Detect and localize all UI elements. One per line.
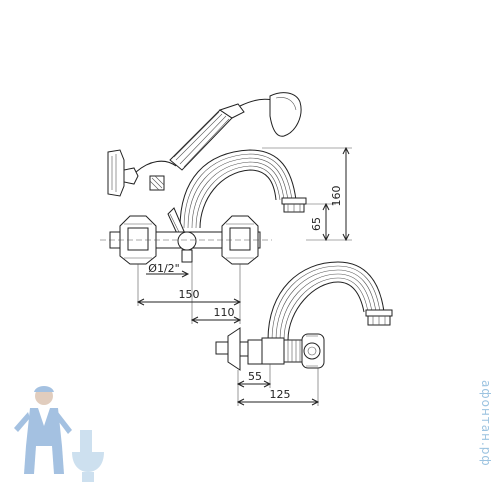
dimension-total-height: 160 — [330, 186, 343, 207]
horizontal-dimensions-front: Ø1/2" 150 110 — [136, 262, 242, 324]
front-view — [100, 92, 307, 265]
side-short-dimension-line — [236, 380, 272, 388]
dimension-total-width: 150 — [179, 288, 200, 301]
side-body — [261, 333, 325, 369]
hand-shower-handle — [169, 103, 245, 171]
dimension-thread: Ø1/2" — [148, 262, 179, 275]
dimension-spout-height: 65 — [310, 217, 323, 231]
plumber-mascot-icon — [14, 386, 72, 474]
vertical-dimensions: 160 65 — [262, 146, 352, 242]
shower-head — [239, 92, 302, 137]
spout-side — [267, 261, 393, 341]
toilet-icon — [72, 430, 104, 482]
side-inlet — [215, 327, 263, 371]
watermark-text: афонтан.рф — [479, 380, 493, 467]
hose-connector — [149, 175, 165, 191]
side-view: 55 125 — [215, 261, 393, 406]
shower-hose — [135, 160, 177, 173]
dimension-side-short: 55 — [248, 370, 262, 383]
side-long-dimension-line — [236, 398, 320, 406]
wall-bracket — [107, 149, 139, 197]
dimension-inner-width: 110 — [214, 306, 235, 319]
dimension-side-long: 125 — [270, 388, 291, 401]
spout-front — [179, 149, 307, 229]
